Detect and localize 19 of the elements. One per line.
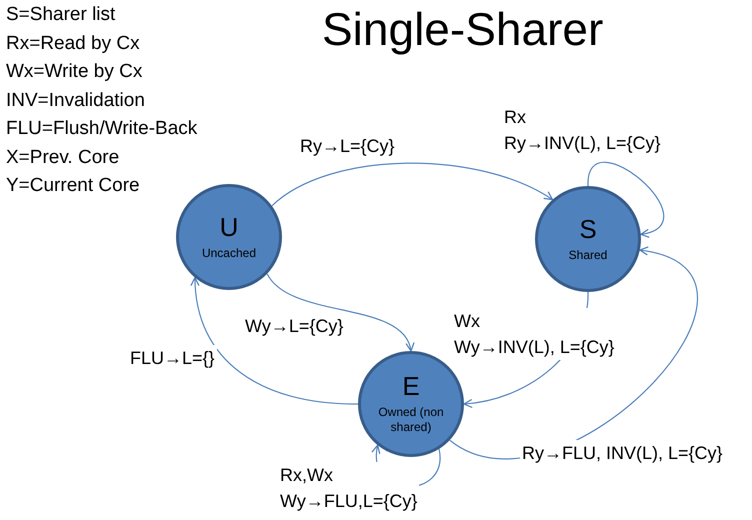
legend-note: FLU=Flush/Write-Back xyxy=(6,118,198,140)
legend-note: S=Sharer list xyxy=(6,4,116,26)
legend-note: Y=Current Core xyxy=(6,175,140,197)
state-letter: S xyxy=(579,214,597,244)
transition-arrow xyxy=(266,274,413,352)
legend-note: Wx=Write by Cx xyxy=(6,61,142,83)
transition-arrow xyxy=(190,277,358,405)
diagram-title: Single-Sharer xyxy=(322,2,604,56)
legend-note: Rx=Read by Cx xyxy=(6,32,140,54)
legend-note: INV=Invalidation xyxy=(6,90,145,112)
state-letter: U xyxy=(220,212,238,242)
legend-note: X=Prev. Core xyxy=(6,146,120,168)
edge-label: Wx Wy→INV(L), L={Cy} xyxy=(452,308,616,360)
state-name: Uncached xyxy=(202,246,256,262)
transition-arrow xyxy=(272,162,554,206)
state-letter: E xyxy=(402,372,420,401)
state-name: Shared xyxy=(568,248,608,264)
state-name: Owned (non shared) xyxy=(377,404,445,436)
self-loop-arrow xyxy=(587,162,664,237)
